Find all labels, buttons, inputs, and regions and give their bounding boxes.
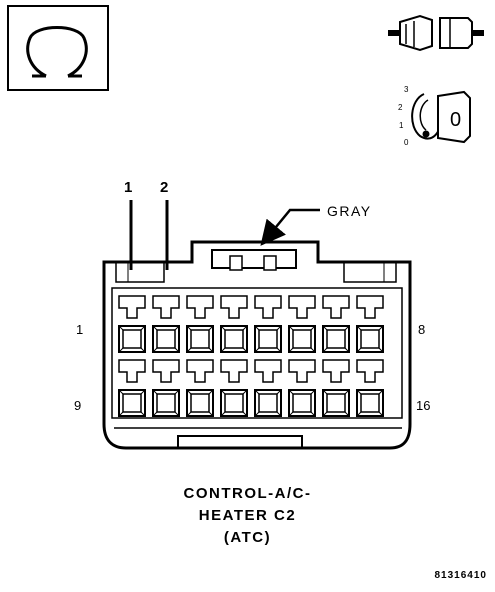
pin-label-9: 9 [74, 398, 81, 413]
figure-code: 81316410 [434, 570, 487, 581]
connector-title-line-3: (ATC) [223, 529, 272, 546]
ignition-key-icon: 3 2 1 0 0 [398, 85, 471, 147]
callout-pin-1: 1 [124, 179, 132, 196]
cavity-pin-1 [118, 295, 146, 353]
cavity-pin-2 [152, 295, 180, 353]
callout-pin-2: 2 [160, 179, 168, 196]
ignition-position-0: 0 [404, 138, 409, 147]
cavity-pin-13 [254, 359, 282, 417]
color-leader-arrow [260, 208, 320, 246]
ignition-position-2: 2 [398, 103, 403, 112]
cavity-pin-14 [288, 359, 316, 417]
connector-disconnected-icon [388, 14, 484, 52]
cavity-pin-8 [356, 295, 384, 353]
ignition-position-1: 1 [399, 121, 404, 130]
cavity-pin-4 [220, 295, 248, 353]
cavity-pin-6 [288, 295, 316, 353]
ignition-key-glyph: 0 [450, 109, 461, 131]
pin-label-16: 16 [416, 398, 430, 413]
cavity-pin-7 [322, 295, 350, 353]
cavity-pin-12 [220, 359, 248, 417]
pin-label-1: 1 [76, 322, 83, 337]
resistance-symbol-icon [7, 5, 109, 91]
color-label: GRAY [327, 203, 372, 219]
cavity-pin-15 [322, 359, 350, 417]
connector-title-line-1: CONTROL-A/C- [183, 485, 312, 502]
cavity-pin-11 [186, 359, 214, 417]
cavity-pin-16 [356, 359, 384, 417]
ignition-position-3: 3 [404, 85, 409, 94]
cavity-pin-5 [254, 295, 282, 353]
cavity-pin-3 [186, 295, 214, 353]
connector-title-line-2: HEATER C2 [198, 507, 297, 524]
connector-cavities [118, 295, 384, 417]
cavity-pin-9 [118, 359, 146, 417]
pin-label-8: 8 [418, 322, 425, 337]
cavity-pin-10 [152, 359, 180, 417]
